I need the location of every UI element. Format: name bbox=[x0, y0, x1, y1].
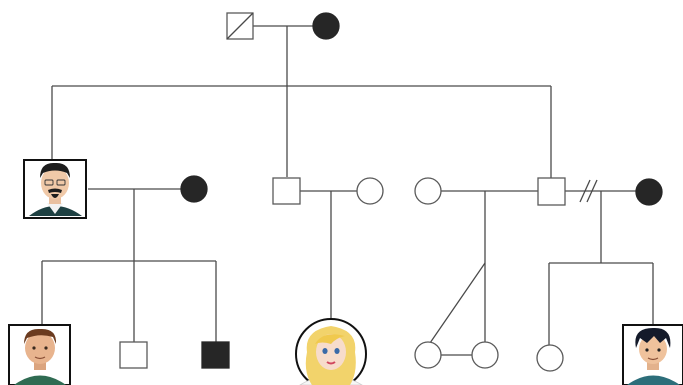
separation-mark-2 bbox=[586, 179, 598, 203]
g3-c-twin-1-symbol bbox=[414, 341, 442, 369]
g3-c-twin-2-symbol bbox=[471, 341, 499, 369]
separation-mark-1 bbox=[579, 179, 591, 203]
g3-a-son-3-symbol bbox=[201, 341, 230, 369]
g2-son-a-spouse-symbol bbox=[180, 175, 208, 203]
pedigree-lines bbox=[41, 25, 654, 356]
g3-a-son-2-symbol bbox=[119, 341, 148, 369]
g3-c-daughter-symbol bbox=[536, 344, 564, 372]
g1-grandmother-symbol bbox=[312, 12, 340, 40]
g3-c-son-avatar bbox=[622, 324, 683, 385]
g2-son-b-symbol bbox=[272, 177, 301, 205]
g2-son-b-spouse-symbol bbox=[356, 177, 384, 205]
g2-son-c-symbol bbox=[537, 177, 566, 206]
g3-b-daughter-avatar bbox=[295, 318, 367, 385]
g2-son-c-first-partner-symbol bbox=[414, 177, 442, 205]
deceased-slash bbox=[226, 12, 254, 40]
g2-son-c-second-partner-symbol bbox=[635, 178, 663, 206]
twin-diagonal-line bbox=[429, 262, 486, 344]
g1-grandfather-symbol bbox=[226, 12, 254, 40]
g3-a-son-1-avatar bbox=[8, 324, 71, 385]
g2-son-a-avatar bbox=[23, 159, 87, 219]
